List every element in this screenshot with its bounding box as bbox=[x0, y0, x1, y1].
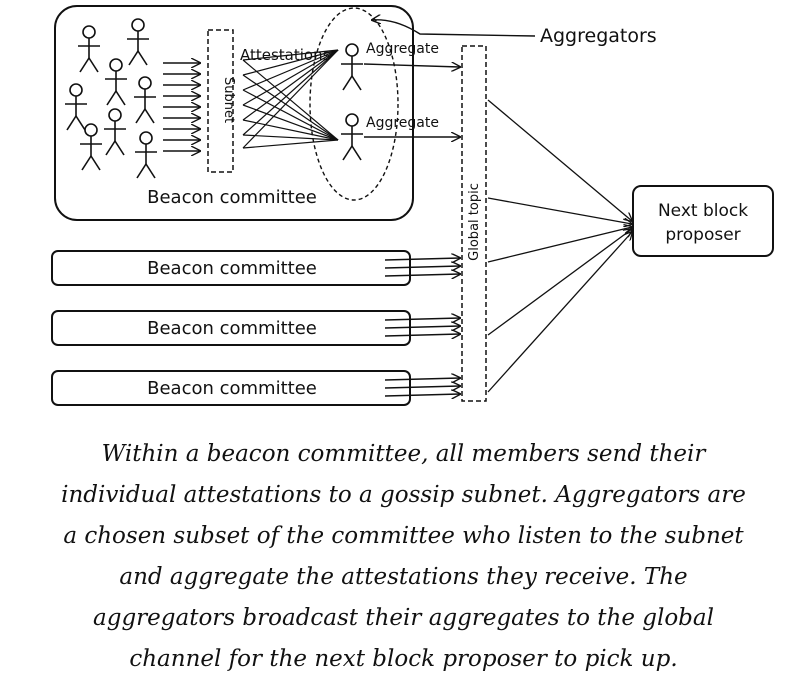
proposer-box bbox=[632, 185, 774, 257]
committee-label-2: Beacon committee bbox=[147, 318, 317, 339]
global-topic-label: Global topic bbox=[467, 183, 482, 261]
figure-caption: Within a beacon committee, all members s… bbox=[20, 434, 787, 680]
caption-line: a chosen subset of the committee who lis… bbox=[63, 523, 744, 549]
caption-line: aggregators broadcast their aggregates t… bbox=[93, 605, 714, 631]
committee-arrows bbox=[384, 258, 460, 396]
main-committee-box bbox=[54, 5, 414, 221]
proposer-arrows bbox=[487, 99, 632, 393]
member-icon bbox=[79, 123, 103, 171]
aggregate-bottom-label: Aggregate bbox=[366, 115, 439, 131]
member-icon bbox=[64, 83, 88, 131]
proposer-label-line1: Next block bbox=[658, 201, 748, 221]
caption-line: Within a beacon committee, all members s… bbox=[101, 441, 706, 467]
member-icon bbox=[104, 58, 128, 106]
global-topic-box bbox=[461, 45, 487, 402]
attestations-label: Attestations bbox=[240, 46, 331, 64]
aggregators-ellipse bbox=[309, 7, 399, 201]
caption-line: and aggregate the attestations they rece… bbox=[119, 564, 688, 590]
subnet-box bbox=[207, 29, 234, 173]
member-to-subnet-arrows bbox=[163, 63, 200, 151]
member-icon bbox=[134, 131, 158, 179]
committee-label-1: Beacon committee bbox=[147, 258, 317, 279]
aggregators-pointer bbox=[372, 20, 536, 37]
beacon-committee-diagram: Subnet Attestations Aggregate Aggregate … bbox=[51, 5, 774, 406]
member-icon bbox=[126, 18, 150, 66]
subnet-label: Subnet bbox=[221, 77, 236, 123]
caption-line: channel for the next block proposer to p… bbox=[129, 646, 678, 672]
aggregators-label: Aggregators bbox=[540, 25, 657, 47]
member-icon bbox=[103, 108, 127, 156]
main-committee-label: Beacon committee bbox=[147, 187, 317, 208]
aggregator-bottom-icon bbox=[340, 113, 364, 161]
aggregate-top-label: Aggregate bbox=[366, 41, 439, 57]
committee-label-3: Beacon committee bbox=[147, 378, 317, 399]
caption-line: individual attestations to a gossip subn… bbox=[61, 482, 746, 508]
member-icon bbox=[77, 25, 101, 73]
attestation-lines bbox=[242, 49, 339, 149]
proposer-label-line2: proposer bbox=[665, 225, 740, 245]
member-icon bbox=[133, 76, 157, 124]
aggregate-arrows bbox=[363, 64, 460, 137]
committee-members bbox=[64, 18, 158, 179]
aggregator-top-icon bbox=[340, 43, 364, 91]
